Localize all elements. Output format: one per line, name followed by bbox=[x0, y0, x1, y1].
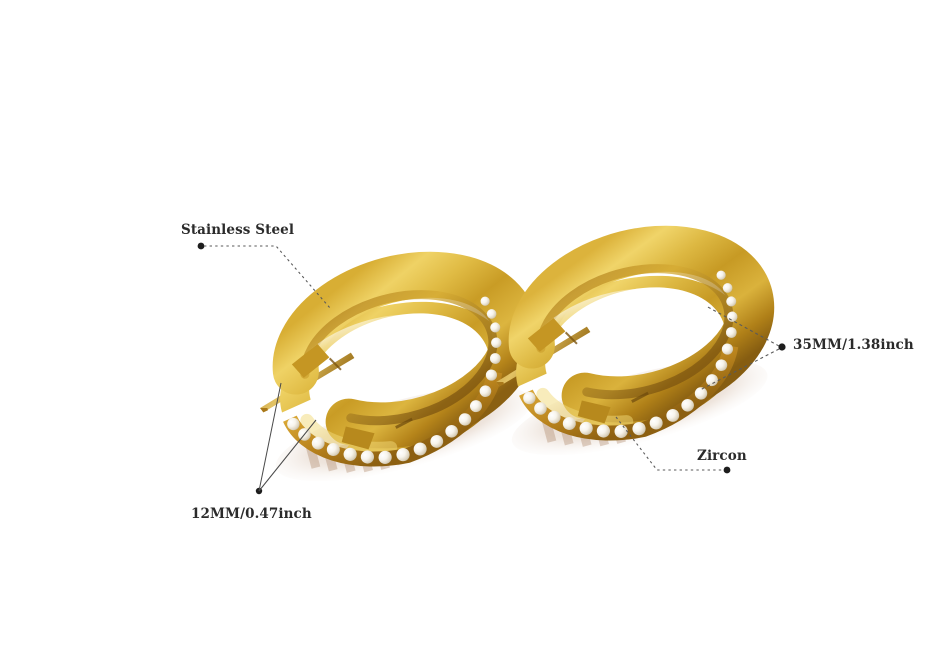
annotation-label-size-large: 35MM/1.38inch bbox=[793, 337, 914, 353]
leader-stainless-steel bbox=[197, 242, 331, 309]
leader-dot-zircon bbox=[723, 466, 731, 474]
earring-left-post-tip bbox=[260, 407, 268, 413]
leader-size-small bbox=[255, 382, 317, 495]
leader-size-large bbox=[699, 305, 786, 391]
annotation-label-size-small: 12MM/0.47inch bbox=[191, 506, 312, 522]
earring-right-body bbox=[508, 225, 775, 435]
earring-left-crystals bbox=[287, 296, 502, 464]
annotation-label-zircon: Zircon bbox=[697, 448, 747, 464]
leader-dot-size-large bbox=[778, 343, 786, 351]
annotation-label-stainless-steel: Stainless Steel bbox=[181, 222, 295, 238]
leader-dot-stainless-steel bbox=[197, 242, 205, 250]
earring-left-crystal-rim bbox=[283, 296, 503, 467]
leader-zircon bbox=[615, 416, 731, 474]
earring-right-crystal-rim bbox=[519, 270, 739, 441]
earring-right-crystals bbox=[523, 270, 738, 438]
earring-left-body bbox=[272, 251, 539, 461]
earring-left bbox=[260, 251, 539, 482]
earring-right bbox=[496, 225, 775, 456]
earring-right-post-tip bbox=[496, 381, 504, 387]
